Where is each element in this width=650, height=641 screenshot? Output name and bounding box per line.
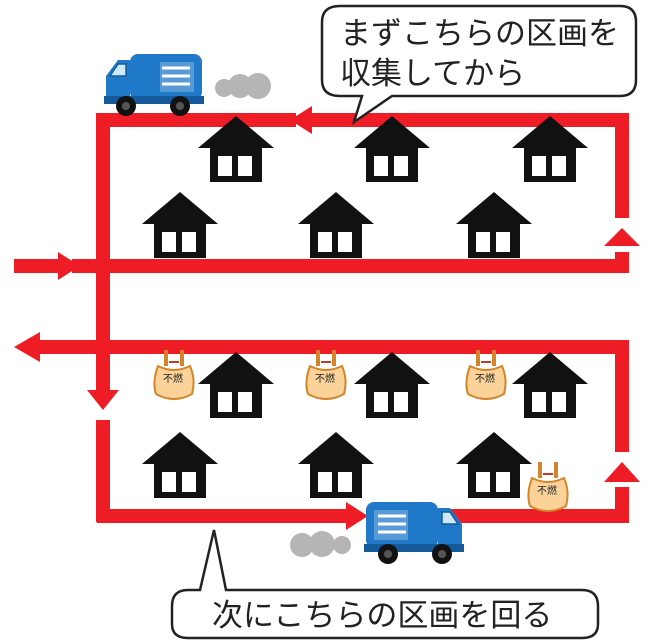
arrow-icon [290, 106, 312, 134]
callout-bottom: 次にこちらの区画を回る [170, 529, 600, 640]
house-icon [512, 352, 588, 418]
house-icon [298, 432, 374, 498]
house-icon [354, 352, 430, 418]
arrow-icon [346, 502, 368, 530]
garbage-bag-icon: 不燃 [304, 348, 348, 401]
truck-bottom [290, 500, 466, 566]
exhaust-cloud-icon [215, 73, 271, 99]
garbage-truck-icon [362, 500, 466, 566]
arrow-icon [87, 390, 119, 410]
garbage-bag-icon: 不燃 [464, 348, 508, 401]
bag-label: 不燃 [537, 484, 557, 497]
bag-label: 不燃 [163, 372, 183, 385]
house-icon [456, 192, 532, 258]
house-icon [142, 432, 218, 498]
garbage-bag-icon: 不燃 [152, 348, 196, 401]
arrow-icon [604, 462, 640, 482]
route-lines [14, 113, 629, 523]
garbage-bag-icon: 不燃 [526, 460, 570, 513]
house-icon [456, 432, 532, 498]
arrow-icon [14, 332, 40, 362]
arrow-icon [604, 228, 640, 246]
arrow-icon [58, 252, 80, 280]
route-arrowheads [14, 106, 640, 530]
callout-bottom-text: 次にこちらの区画を回る [212, 598, 552, 634]
bag-label: 不燃 [315, 372, 335, 385]
houses [142, 116, 588, 498]
callout-top: まずこちらの区画を 収集してから [320, 4, 638, 126]
garbage-bags: 不燃 不燃 不燃 不燃 [152, 348, 570, 513]
bag-label: 不燃 [475, 372, 495, 385]
garbage-truck-icon [102, 52, 206, 118]
house-icon [198, 352, 274, 418]
callout-top-line1: まずこちらの区画を [340, 16, 619, 52]
exhaust-cloud-icon [290, 531, 351, 557]
truck-top [102, 52, 271, 118]
callout-top-line2: 収集してから [340, 56, 525, 92]
house-icon [142, 192, 218, 258]
house-icon [298, 192, 374, 258]
